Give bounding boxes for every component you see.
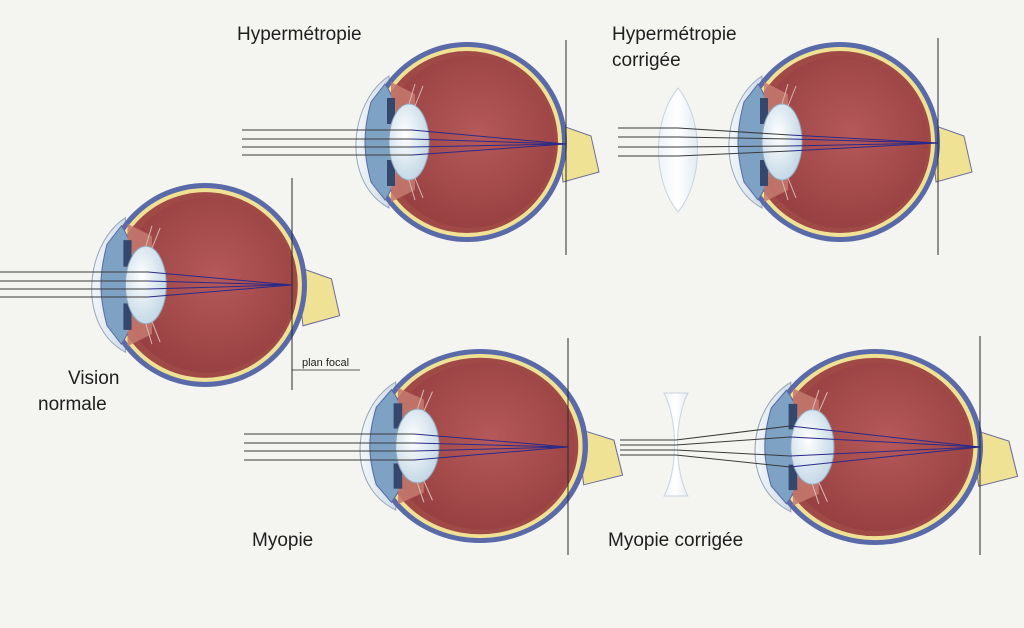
light-rays-hyperopia-corrected xyxy=(618,127,791,157)
label-hyperopia-corrected-line1: Hypermétropie xyxy=(612,24,737,45)
eye-normal-vision: plan focal Vision normale xyxy=(0,178,360,415)
label-hyperopia-corrected-line2: corrigée xyxy=(612,50,681,71)
eye-myopia-corrected: Myopie corrigée xyxy=(608,336,1019,555)
focus-rays-myopia-corrected xyxy=(789,425,981,468)
eye-hyperopia-corrected: Hypermétropie corrigée xyxy=(612,24,973,255)
converging-lens xyxy=(658,87,698,213)
light-rays-hyperopia xyxy=(242,129,412,156)
focus-rays-myopia xyxy=(413,433,569,461)
label-myopia: Myopie xyxy=(252,530,313,551)
light-rays-normal xyxy=(0,271,148,298)
focus-rays-hyperopia-corrected xyxy=(789,134,939,152)
focal-plane-label: plan focal xyxy=(302,357,349,369)
label-myopia-corrected: Myopie corrigée xyxy=(608,530,743,551)
focus-rays-normal xyxy=(147,271,293,298)
eye-myopia: Myopie xyxy=(244,338,624,555)
label-hyperopia: Hypermétropie xyxy=(237,24,362,45)
label-normal-vision-line2: normale xyxy=(38,394,107,415)
focus-rays-hyperopia xyxy=(411,129,567,156)
light-rays-myopia xyxy=(244,433,414,461)
light-rays-myopia-corrected xyxy=(620,425,791,468)
label-normal-vision-line1: Vision xyxy=(68,368,119,389)
eye-hyperopia: Hypermétropie xyxy=(237,24,600,255)
